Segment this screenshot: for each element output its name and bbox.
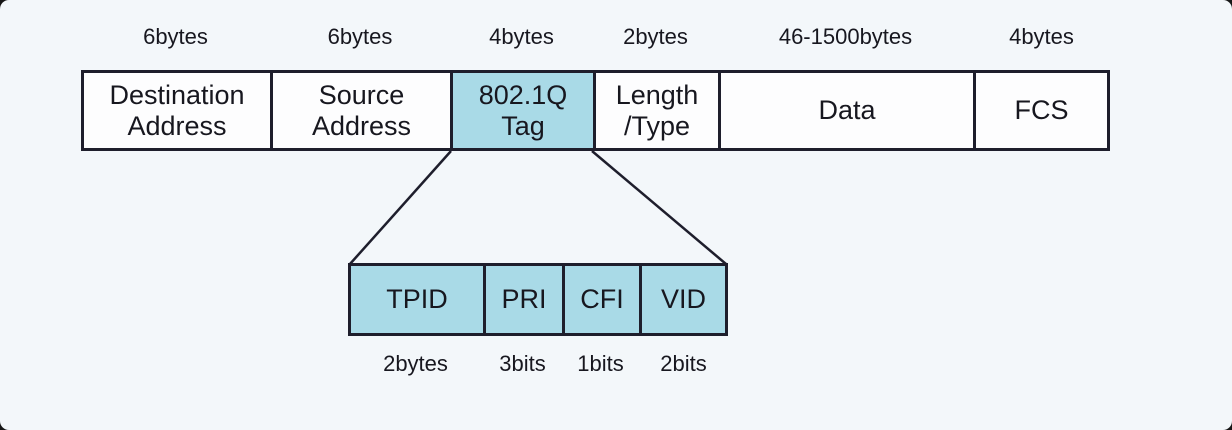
size-label-pri: 3bits: [499, 351, 546, 376]
subfield-pri: PRI: [483, 266, 562, 333]
field-data: Data: [718, 73, 973, 148]
field-source-address: Source Address: [270, 73, 450, 148]
subfield-pri-label: PRI: [501, 284, 547, 314]
field-destination-address-label: Destination Address: [109, 79, 245, 141]
subfield-tpid: TPID: [351, 266, 483, 333]
field-data-label: Data: [818, 95, 876, 125]
tag-detail-size-labels: 2bytes 3bits 1bits 2bits: [348, 351, 728, 377]
size-label-vid: 2bits: [660, 351, 707, 376]
field-length-type-label: Length /Type: [615, 79, 699, 141]
subfield-cfi: CFI: [562, 266, 639, 333]
subfield-vid-label: VID: [660, 284, 706, 314]
tag-detail-frame: TPID PRI CFI VID: [348, 263, 728, 336]
size-label-data: 46-1500bytes: [778, 24, 913, 49]
field-source-address-label: Source Address: [311, 79, 412, 141]
ethernet-frame: Destination Address Source Address 802.1…: [81, 70, 1110, 151]
subfield-vid: VID: [639, 266, 725, 333]
frame-size-labels: 6bytes 6bytes 4bytes 2bytes 46-1500bytes…: [81, 24, 1110, 50]
subfield-tpid-label: TPID: [386, 284, 448, 314]
size-label-fcs: 4bytes: [1009, 24, 1074, 49]
field-fcs: FCS: [973, 73, 1107, 148]
field-destination-address: Destination Address: [84, 73, 270, 148]
field-8021q-tag-label: 802.1Q Tag: [478, 79, 568, 141]
size-label-length-type: 2bytes: [623, 24, 688, 49]
subfield-cfi-label: CFI: [580, 284, 624, 314]
size-label-8021q-tag: 4bytes: [489, 24, 554, 49]
size-label-destination-address: 6bytes: [143, 24, 208, 49]
field-length-type: Length /Type: [593, 73, 718, 148]
size-label-cfi: 1bits: [577, 351, 624, 376]
size-label-tpid: 2bytes: [383, 351, 448, 376]
field-fcs-label: FCS: [1014, 95, 1069, 125]
expansion-line-left: [349, 150, 452, 265]
size-label-source-address: 6bytes: [327, 24, 393, 49]
field-8021q-tag: 802.1Q Tag: [450, 73, 593, 148]
expansion-line-right: [591, 150, 727, 265]
